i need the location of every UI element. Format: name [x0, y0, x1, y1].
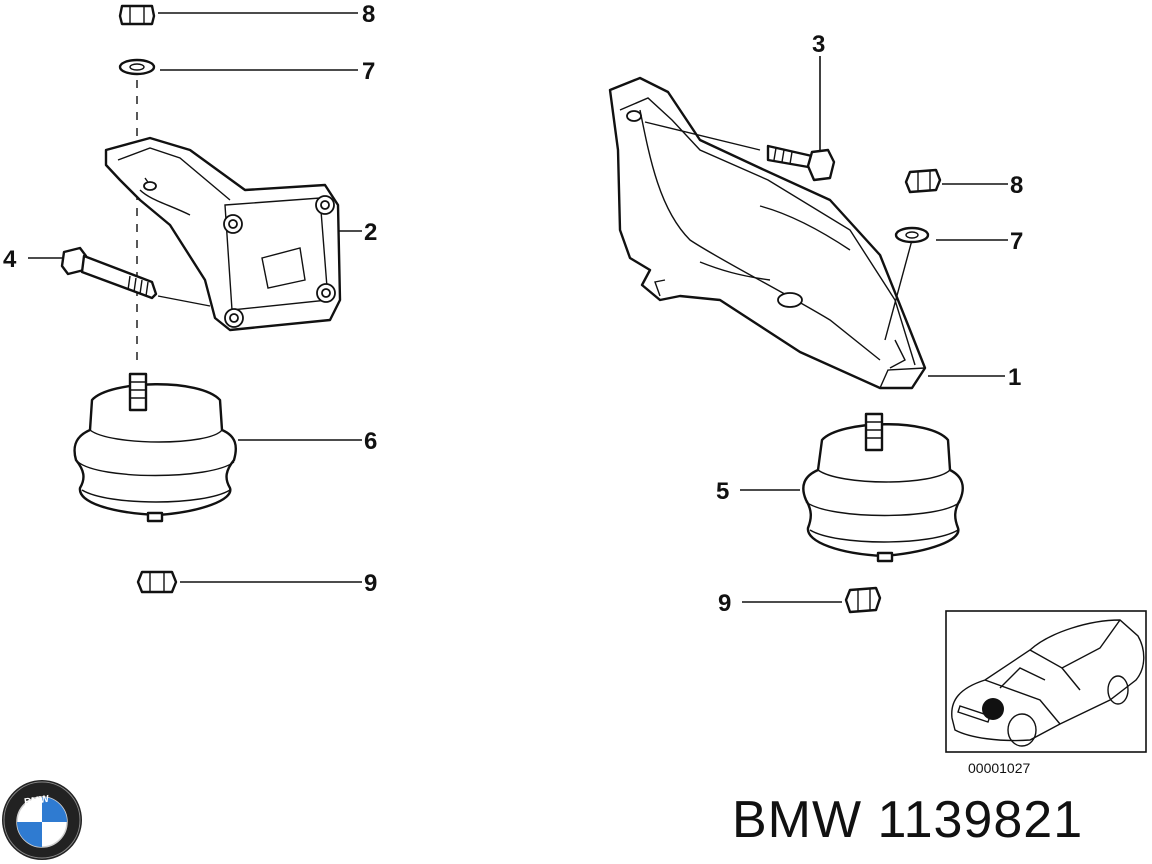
- callout-4: 4: [3, 246, 17, 273]
- engine-mount-left: [73, 372, 237, 523]
- bracket-right-axis: [644, 121, 761, 151]
- part-caption: BMW 1139821: [732, 791, 1084, 849]
- callout-2: 2: [364, 219, 377, 246]
- bmw-logo-letters: BMW: [23, 794, 50, 808]
- callout-1: 1: [1008, 364, 1021, 391]
- bmw-logo: BMW: [2, 780, 82, 860]
- washer-top-left: [118, 58, 156, 76]
- callout-6: 6: [364, 428, 377, 455]
- location-inset: [945, 610, 1147, 753]
- callout-5: 5: [716, 478, 729, 505]
- bolt-left-axis: [157, 295, 211, 307]
- hex-bolt-left: [60, 246, 158, 300]
- engine-bracket-left: [104, 136, 342, 332]
- inset-ref-code: 00001027: [968, 760, 1031, 776]
- callout-3: 3: [812, 31, 825, 58]
- callout-7-top: 7: [362, 58, 375, 85]
- nut-right-axis: [884, 239, 913, 341]
- callout-8-right: 8: [1010, 172, 1023, 199]
- hex-nut-bottom-right: [844, 586, 882, 614]
- mount-location-marker: [982, 698, 1004, 720]
- engine-bracket-right: [608, 76, 927, 390]
- hex-bolt-right: [766, 144, 836, 182]
- engine-mount-right: [802, 412, 964, 563]
- callout-9-left: 9: [364, 570, 377, 597]
- washer-top-right: [894, 226, 930, 244]
- hex-nut-bottom-left: [136, 570, 178, 594]
- callout-8-top: 8: [362, 1, 375, 28]
- hex-nut-top-right: [904, 168, 942, 194]
- callout-9-right: 9: [718, 590, 731, 617]
- callout-7-right: 7: [1010, 228, 1023, 255]
- hex-nut-top-left: [118, 4, 156, 26]
